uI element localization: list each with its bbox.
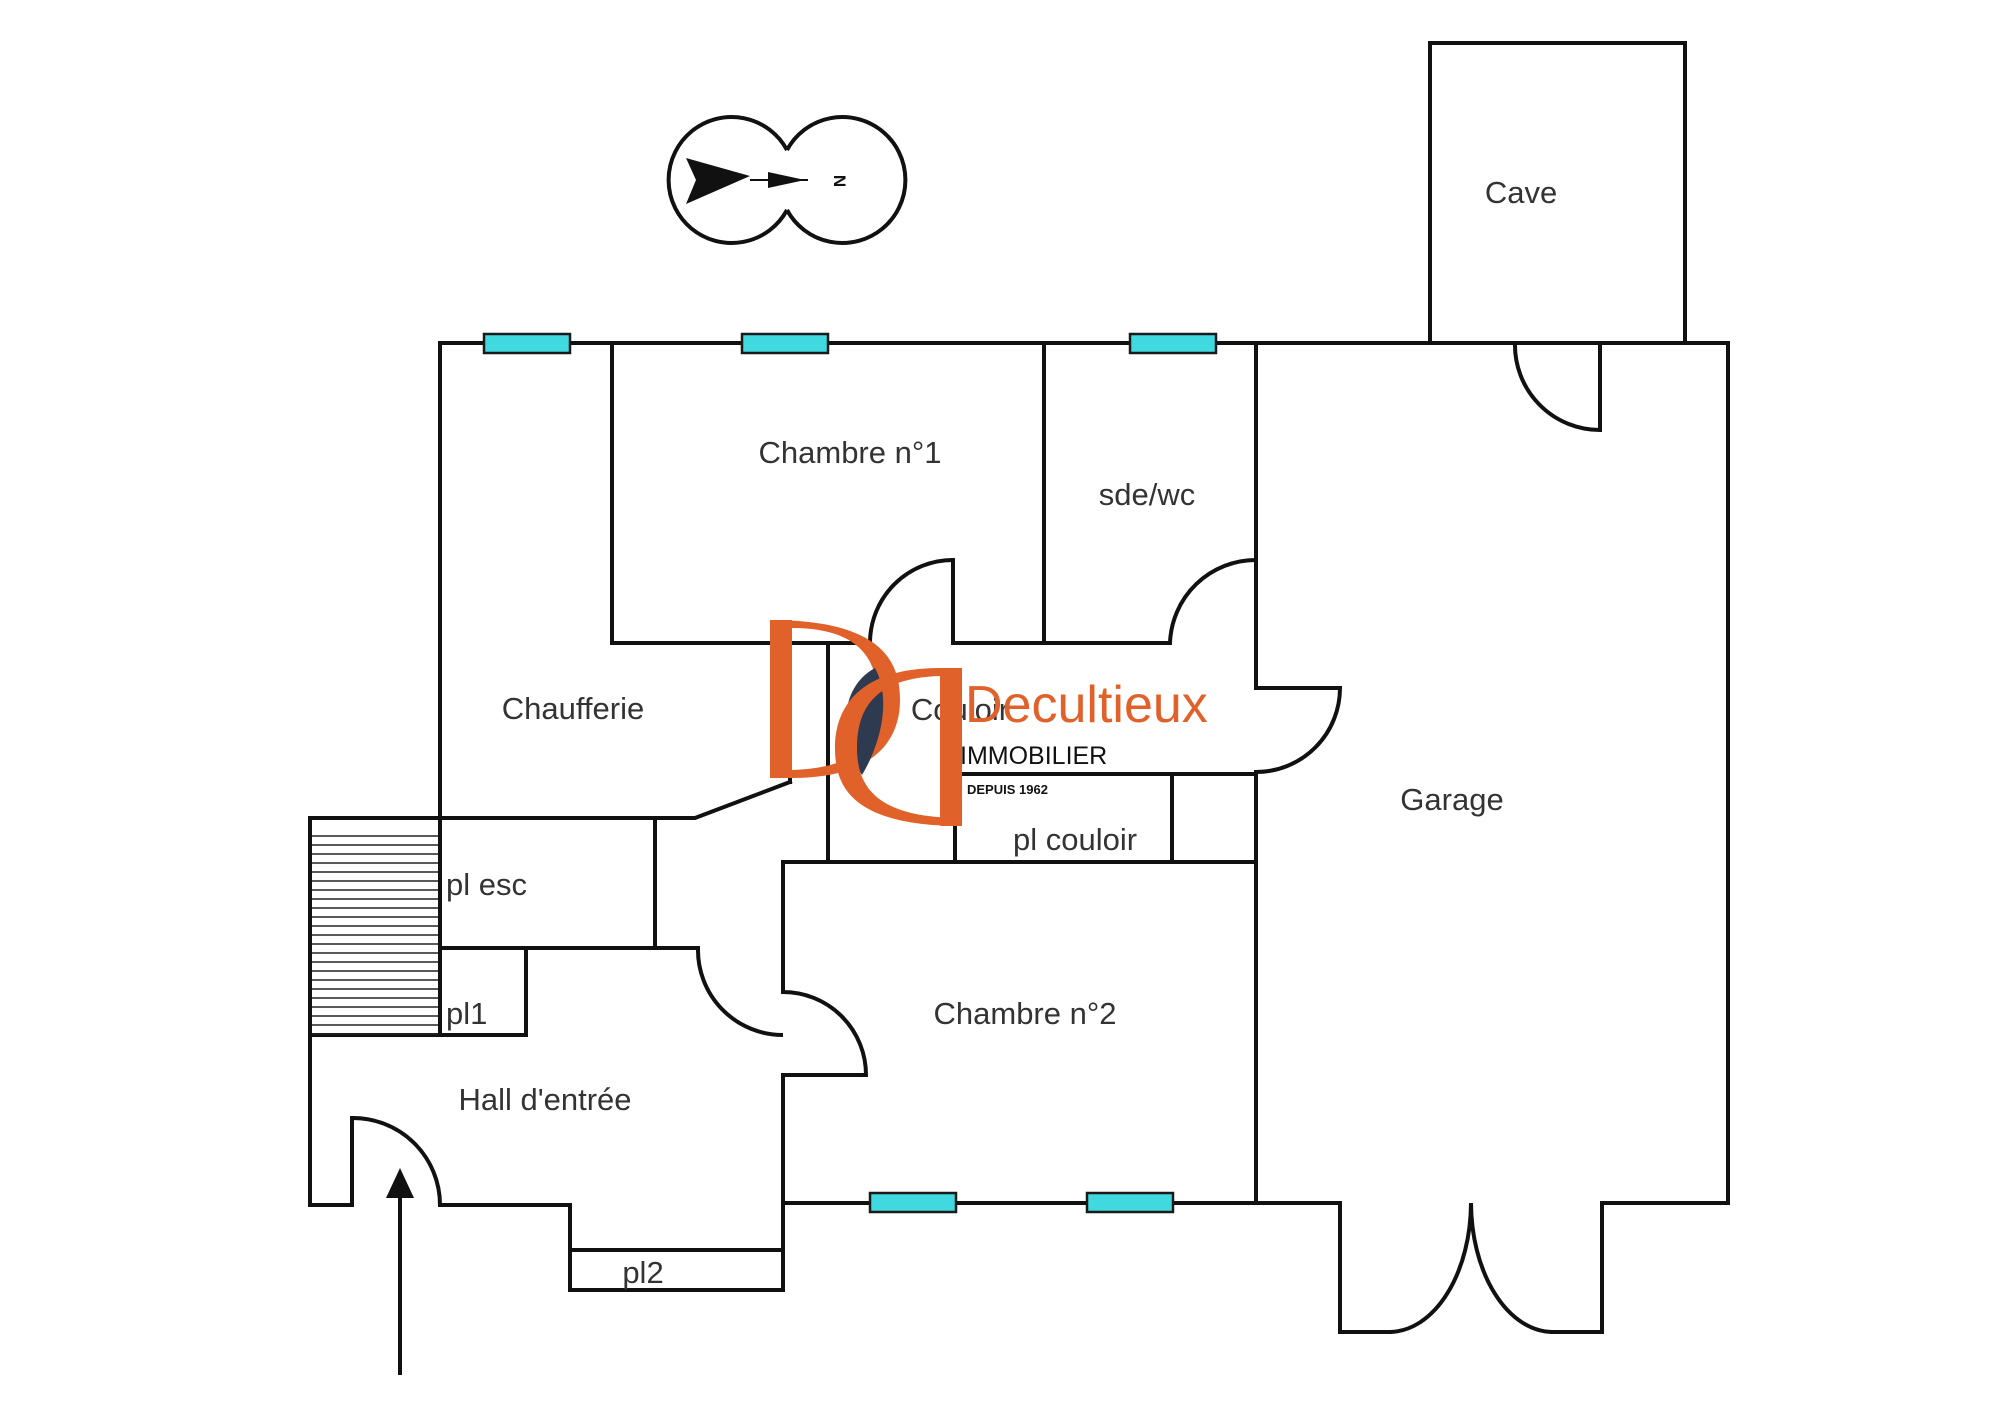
door-garage-left (1389, 1202, 1473, 1334)
door-entrance (350, 1115, 442, 1206)
staircase (312, 835, 438, 1035)
room-label-pl2: pl2 (622, 1255, 663, 1290)
window-chambre1 (740, 332, 830, 355)
compass-north-label: N (830, 175, 849, 187)
brand-logo: Decultieux IMMOBILIER DEPUIS 1962 (770, 620, 1208, 826)
windows (482, 332, 1218, 1214)
room-label-garage: Garage (1400, 782, 1503, 817)
logo-d-left (770, 620, 900, 778)
room-label-chambre2: Chambre n°2 (934, 996, 1117, 1031)
room-labels: Cave Chambre n°1 sde/wc Chaufferie Coulo… (446, 175, 1557, 1290)
room-label-pl-esc: pl esc (446, 867, 527, 902)
doors (350, 342, 1602, 1334)
window-sde-wc (1128, 332, 1218, 355)
logo-tagline: DEPUIS 1962 (967, 782, 1048, 797)
walls (308, 41, 1730, 1334)
room-label-chambre1: Chambre n°1 (759, 435, 942, 470)
door-chambre2 (782, 990, 869, 1077)
door-garage-right (1469, 1202, 1553, 1334)
window-chaufferie (482, 332, 572, 355)
door-chambre1 (868, 558, 954, 644)
room-label-sde-wc: sde/wc (1099, 477, 1195, 512)
door-hall (695, 947, 784, 1037)
door-garage (1255, 686, 1343, 774)
window-chambre2-left (868, 1191, 958, 1214)
door-cave (1512, 342, 1602, 433)
room-label-pl-couloir: pl couloir (1013, 822, 1137, 857)
room-label-cave: Cave (1485, 175, 1557, 210)
door-sde-wc (1168, 558, 1257, 644)
room-label-hall: Hall d'entrée (458, 1082, 631, 1117)
room-label-chaufferie: Chaufferie (502, 691, 644, 726)
logo-name: Decultieux (965, 676, 1208, 734)
entrance-arrow-icon (386, 1168, 414, 1375)
logo-d-right (835, 668, 962, 826)
window-chambre2-right (1085, 1191, 1175, 1214)
compass-icon: N (666, 115, 908, 245)
logo-subtitle: IMMOBILIER (960, 742, 1107, 770)
room-label-pl1: pl1 (446, 996, 487, 1031)
